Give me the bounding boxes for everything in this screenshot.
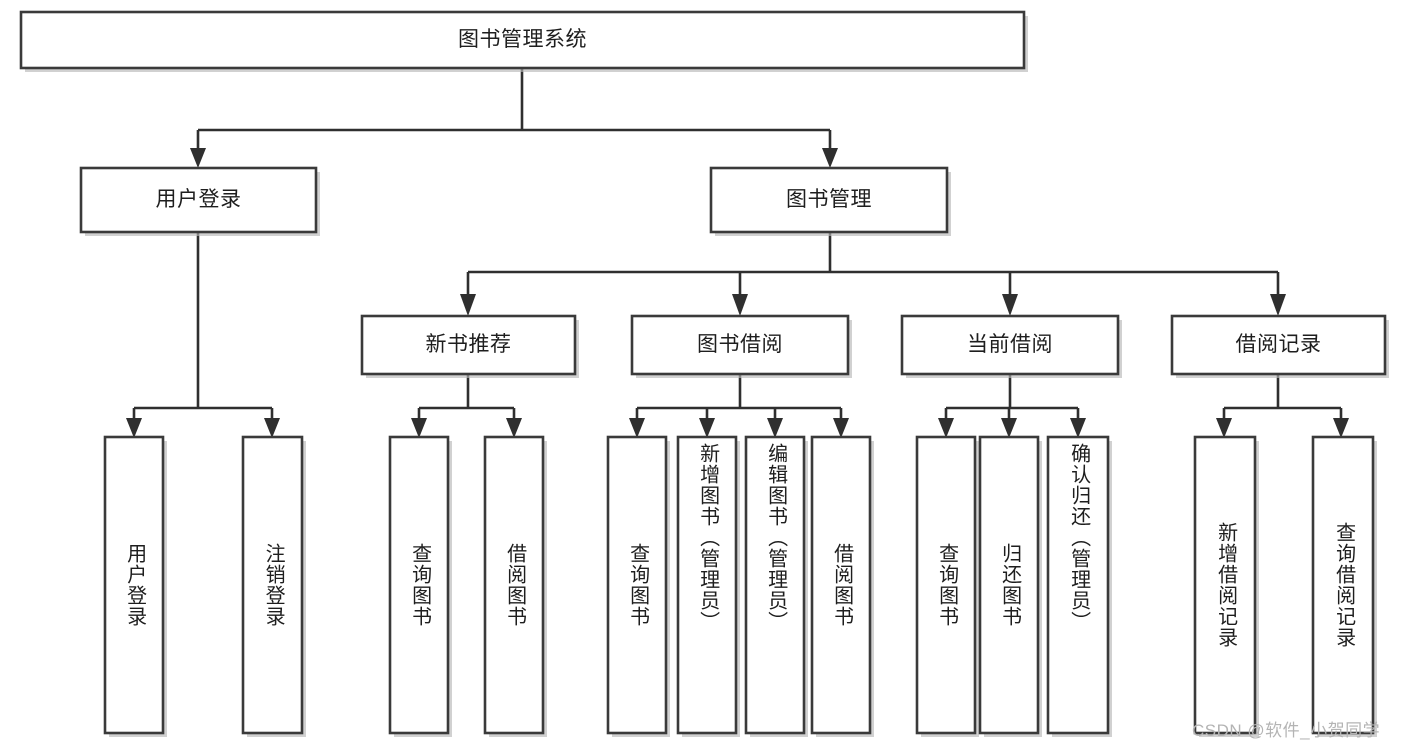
node-leaf-query-book-2[interactable] bbox=[606, 435, 668, 735]
arrow-leaf-query-book-3 bbox=[938, 418, 954, 438]
node-root[interactable] bbox=[19, 10, 1026, 70]
node-new-book-recommend[interactable] bbox=[360, 314, 577, 376]
arrow-leaf-add-book bbox=[699, 418, 715, 438]
node-leaf-edit-book[interactable] bbox=[744, 435, 806, 735]
node-current-borrow[interactable] bbox=[900, 314, 1120, 376]
node-leaf-query-book-3[interactable] bbox=[915, 435, 977, 735]
arrow-to-borrow-record bbox=[1270, 294, 1286, 316]
node-user-login[interactable] bbox=[79, 166, 318, 234]
arrow-leaf-edit-book bbox=[767, 418, 783, 438]
arrow-to-book-borrow bbox=[732, 294, 748, 316]
arrow-leaf-borrow-book-2 bbox=[833, 418, 849, 438]
arrow-leaf-query-book-1 bbox=[411, 418, 427, 438]
node-leaf-confirm-return[interactable] bbox=[1046, 435, 1110, 735]
box-group bbox=[19, 10, 1387, 735]
node-leaf-add-book[interactable] bbox=[676, 435, 738, 735]
node-leaf-borrow-book-1[interactable] bbox=[483, 435, 545, 735]
connector-group bbox=[126, 68, 1349, 438]
arrow-leaf-logout bbox=[264, 418, 280, 438]
arrow-leaf-user-login bbox=[126, 418, 142, 438]
arrow-to-current-borrow bbox=[1002, 294, 1018, 316]
arrow-leaf-query-book-2 bbox=[629, 418, 645, 438]
node-leaf-logout[interactable] bbox=[241, 435, 304, 735]
arrow-leaf-return-book bbox=[1001, 418, 1017, 438]
node-borrow-record[interactable] bbox=[1170, 314, 1387, 376]
node-leaf-query-record[interactable] bbox=[1311, 435, 1375, 735]
node-leaf-return-book[interactable] bbox=[978, 435, 1040, 735]
arrow-leaf-query-record bbox=[1333, 418, 1349, 438]
node-leaf-add-record[interactable] bbox=[1193, 435, 1257, 735]
arrow-to-new-book-recommend bbox=[460, 294, 476, 316]
node-leaf-borrow-book-2[interactable] bbox=[810, 435, 872, 735]
node-book-management[interactable] bbox=[709, 166, 949, 234]
arrow-leaf-borrow-book-1 bbox=[506, 418, 522, 438]
node-leaf-query-book-1[interactable] bbox=[388, 435, 450, 735]
node-book-borrow[interactable] bbox=[630, 314, 850, 376]
arrow-to-user-login bbox=[190, 148, 206, 168]
arrow-leaf-confirm-return bbox=[1070, 418, 1086, 438]
node-leaf-user-login[interactable] bbox=[103, 435, 165, 735]
arrow-leaf-add-record bbox=[1216, 418, 1232, 438]
arrow-to-book-management bbox=[822, 148, 838, 168]
